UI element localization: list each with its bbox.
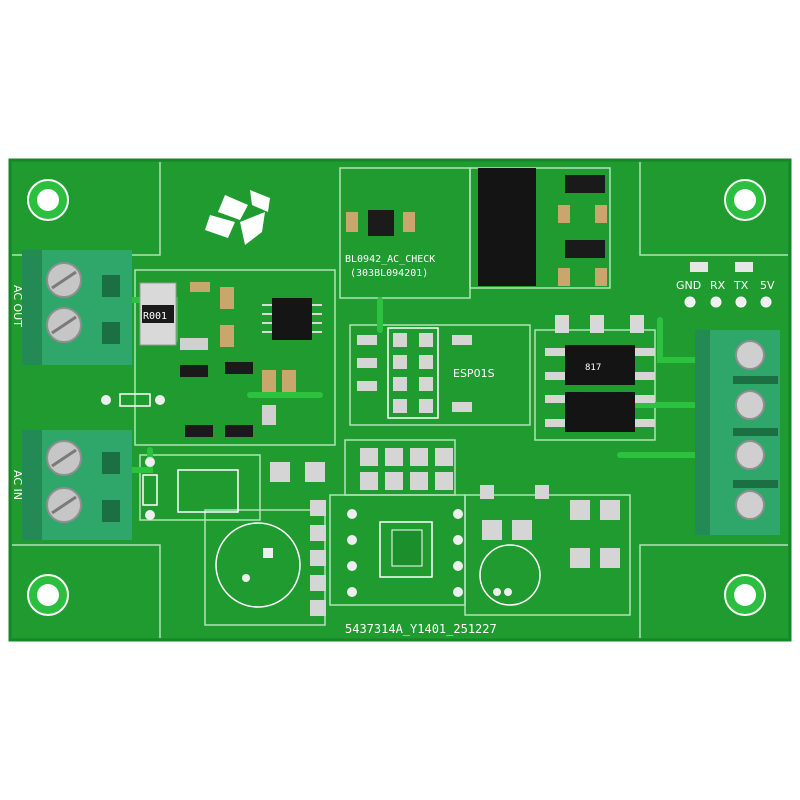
mounting-holes: [27, 179, 766, 616]
pin-label-gnd: GND: [676, 279, 701, 292]
bl0942-ic: [368, 210, 394, 236]
ac-in-label: AC IN: [11, 470, 24, 500]
through-hole-pads: [101, 395, 165, 520]
optocoupler: 817: [545, 345, 655, 385]
terminal-block-ac-out: [22, 250, 132, 365]
board-serial: 5437314A_Y1401_251227: [345, 622, 497, 636]
smd-passives: [180, 282, 296, 437]
terminal-block-right: [695, 330, 780, 535]
optocoupler-marking: 817: [585, 363, 601, 373]
pin-label-rx: RX: [710, 279, 726, 292]
optocoupler: [545, 392, 655, 432]
black-component: [478, 168, 536, 286]
terminal-block-ac-in: [22, 430, 132, 540]
module-code-label: (303BL094201): [350, 268, 428, 279]
company-logo-icon: [205, 190, 270, 245]
dip8-footprint: [347, 509, 463, 597]
measurement-ic: [272, 298, 312, 340]
pin-label-tx: TX: [733, 279, 749, 292]
capacitor-footprint: [479, 544, 541, 606]
shunt-marking: R001: [143, 311, 167, 322]
smd-components: [555, 175, 644, 333]
esp01s-header: [357, 327, 472, 419]
module-name-label: BL0942_AC_CHECK: [345, 254, 435, 265]
capacitor-footprint: [215, 522, 301, 608]
lower-pads: [270, 448, 620, 616]
pin-label-5v: 5V: [760, 279, 775, 292]
esp01s-label: ESP01S: [453, 367, 495, 380]
bridge-rectifier-outline: [177, 469, 239, 513]
ac-out-label: AC OUT: [11, 285, 24, 327]
silkscreen-outlines: [12, 162, 788, 638]
uart-pin-header: [684, 296, 772, 308]
